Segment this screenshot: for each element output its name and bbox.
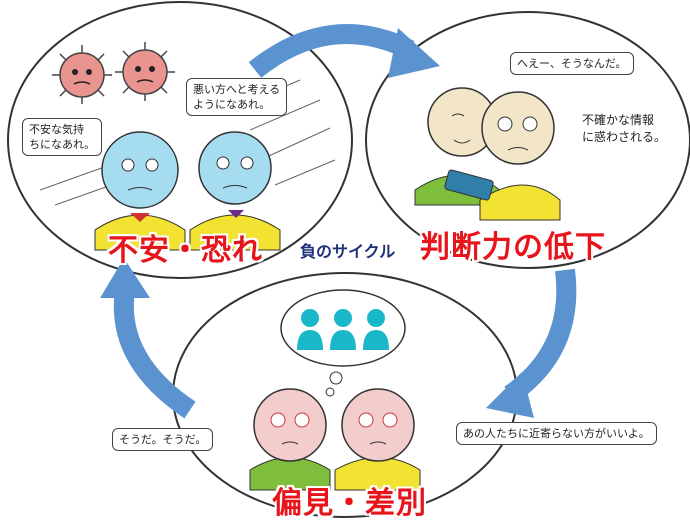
virus-icon [115, 42, 175, 101]
cycle-label: 負のサイクル [300, 242, 396, 261]
suspicious-person-left [249, 388, 331, 491]
worried-person-right [189, 131, 281, 251]
stage-title-fear: 不安・恐れ [108, 233, 263, 268]
arrowhead-3 [100, 258, 150, 298]
speech-bubble-agree: へえー、そうなんだ。 [510, 52, 634, 75]
arrowhead-1 [388, 28, 440, 78]
arrow-heads [100, 28, 534, 418]
worried-person-left [94, 131, 186, 251]
virus-icon [52, 45, 112, 104]
arrow-fear-to-judgment [248, 24, 415, 78]
person-yellow-shirt [479, 91, 561, 221]
stage-title-judgment: 判断力の低下 [420, 230, 606, 265]
stage-title-prejudice: 偏見・差別 [272, 486, 427, 521]
arrow-prejudice-to-fear [113, 288, 196, 419]
speech-bubble-negative-thinking: 悪い方へと考える ようになあれ。 [186, 78, 288, 116]
suspicious-person-right [334, 388, 421, 491]
speech-bubble-agreeing: そうだ。そうだ。 [112, 428, 214, 451]
smartphone-icon [444, 169, 494, 201]
speech-bubble-anxious: 不安な気持 ちになあれ。 [22, 118, 103, 156]
misinformation-note: 不確かな情報 に惑わされる。 [582, 113, 667, 144]
speech-bubble-avoid: あの人たちに近寄らない方がいいよ。 [456, 422, 657, 445]
arrowhead-2 [486, 372, 534, 418]
people-silhouette-icon [297, 309, 389, 350]
